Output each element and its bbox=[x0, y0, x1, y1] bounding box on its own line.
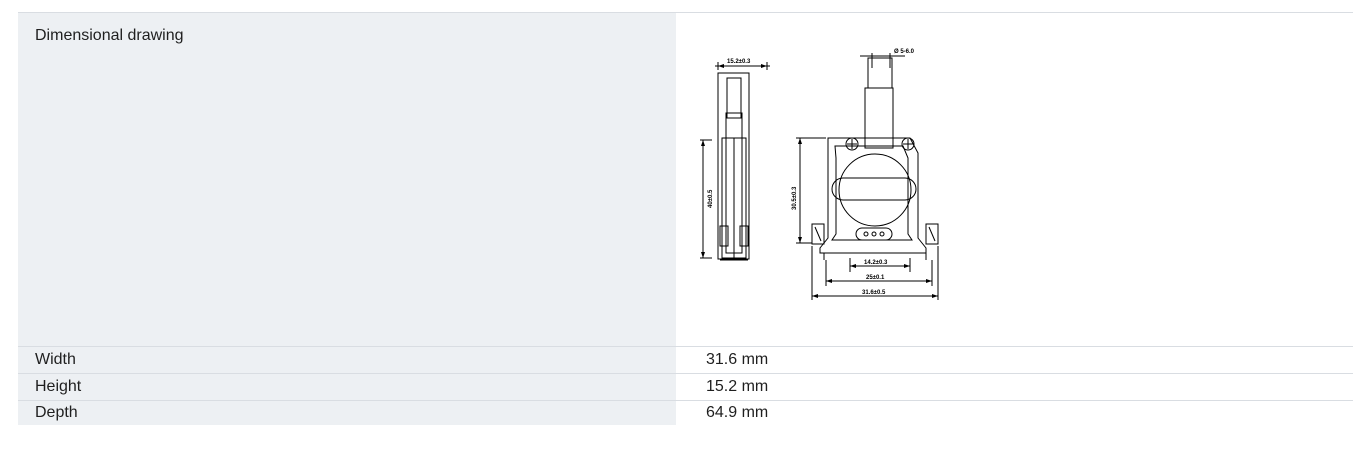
spec-value: 64.9 mm bbox=[676, 401, 1353, 425]
dimension-label: 25±0.1 bbox=[866, 275, 885, 281]
dimension-label: Ø 5-6.0 bbox=[894, 49, 915, 55]
spec-row-height: Height 15.2 mm bbox=[18, 374, 1353, 401]
spec-value-drawing bbox=[676, 13, 1353, 346]
dimension-label: 40±0.5 bbox=[708, 189, 714, 208]
side-view bbox=[700, 62, 770, 261]
spec-value: 31.6 mm bbox=[676, 347, 1353, 373]
dimensional-drawing-image: 15.2±0.3 Ø 5-6.0 40±0.5 30.5±0.3 14.2±0.… bbox=[700, 49, 939, 300]
spec-label: Depth bbox=[18, 401, 676, 425]
dimension-label: 31.6±0.5 bbox=[862, 290, 886, 296]
specifications-table: Dimensional drawing Width 31.6 mm Height… bbox=[18, 12, 1353, 425]
spec-label: Dimensional drawing bbox=[18, 13, 676, 346]
front-view bbox=[796, 53, 939, 300]
spec-row-width: Width 31.6 mm bbox=[18, 347, 1353, 374]
spec-row-depth: Depth 64.9 mm bbox=[18, 401, 1353, 425]
dimension-label: 30.5±0.3 bbox=[792, 186, 798, 210]
spec-row-dimensional-drawing: Dimensional drawing bbox=[18, 13, 1353, 347]
spec-label: Width bbox=[18, 347, 676, 373]
dimension-label: 14.2±0.3 bbox=[864, 260, 888, 266]
dimension-label: 15.2±0.3 bbox=[727, 59, 751, 65]
spec-value: 15.2 mm bbox=[676, 374, 1353, 400]
spec-label: Height bbox=[18, 374, 676, 400]
